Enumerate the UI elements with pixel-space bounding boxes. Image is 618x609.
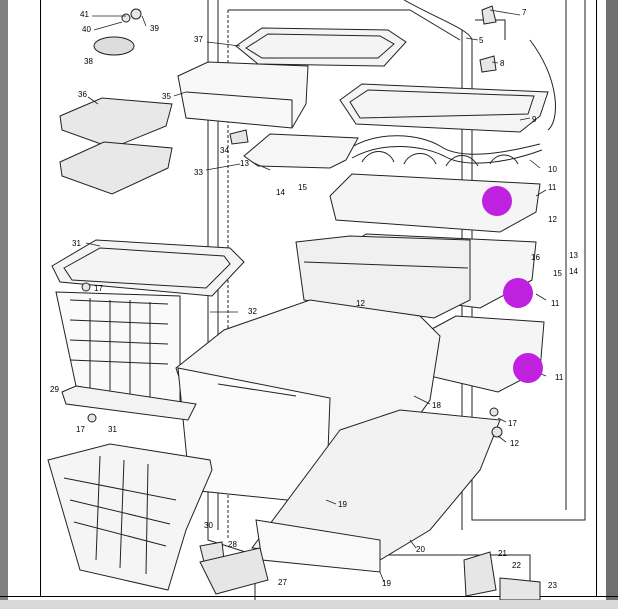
callout-35: 35 bbox=[162, 92, 171, 101]
callout-19a: 19 bbox=[338, 500, 347, 509]
callout-38: 38 bbox=[84, 57, 93, 66]
callout-23: 23 bbox=[548, 581, 557, 590]
freezer-shelf bbox=[243, 133, 359, 169]
page-left-edge bbox=[40, 0, 41, 596]
callout-17b: 17 bbox=[76, 425, 85, 434]
callout-32: 32 bbox=[248, 307, 257, 316]
callout-10: 10 bbox=[548, 165, 557, 174]
top-shelf bbox=[235, 27, 407, 67]
highlight-marker[interactable] bbox=[503, 278, 533, 308]
callout-11b: 11 bbox=[551, 299, 560, 308]
lower-rail bbox=[61, 385, 197, 421]
highlight-marker[interactable] bbox=[482, 186, 512, 216]
callout-22: 22 bbox=[512, 561, 521, 570]
callout-labels: 41 40 39 38 37 36 35 34 33 13 14 15 31 3… bbox=[50, 8, 578, 590]
callout-41: 41 bbox=[80, 10, 89, 19]
callout-30: 30 bbox=[204, 521, 213, 530]
callout-20: 20 bbox=[416, 545, 425, 554]
wine-rack bbox=[349, 135, 543, 167]
ice-drawer bbox=[177, 61, 309, 129]
callout-34: 34 bbox=[220, 146, 229, 155]
callout-31a: 31 bbox=[72, 239, 81, 248]
callout-39: 39 bbox=[150, 24, 159, 33]
callout-31b: 31 bbox=[108, 425, 117, 434]
callout-33: 33 bbox=[194, 168, 203, 177]
callout-9: 9 bbox=[532, 115, 537, 124]
crisper-drawer bbox=[295, 235, 471, 319]
page-bottom-edge bbox=[0, 596, 618, 597]
bottom-drawer bbox=[251, 409, 501, 573]
callout-36: 36 bbox=[78, 90, 87, 99]
highlight-marker[interactable] bbox=[513, 353, 543, 383]
ice-trays bbox=[59, 97, 173, 195]
callout-19b: 19 bbox=[382, 579, 391, 588]
leader-lines bbox=[85, 9, 547, 583]
callout-8: 8 bbox=[500, 59, 505, 68]
callout-17c: 17 bbox=[508, 419, 517, 428]
callout-14a: 14 bbox=[276, 188, 285, 197]
status-band bbox=[0, 600, 618, 609]
callout-7: 7 bbox=[522, 8, 527, 17]
callout-15b: 15 bbox=[553, 269, 562, 278]
callout-16: 16 bbox=[531, 253, 540, 262]
callout-13b: 13 bbox=[569, 251, 578, 260]
highlight-markers bbox=[482, 186, 543, 383]
page-right-edge bbox=[596, 0, 597, 596]
small-parts bbox=[81, 5, 541, 600]
left-scroll-band bbox=[0, 0, 8, 609]
callout-29: 29 bbox=[50, 385, 59, 394]
callout-15a: 15 bbox=[298, 183, 307, 192]
callout-14b: 14 bbox=[569, 267, 578, 276]
callout-27: 27 bbox=[278, 578, 287, 587]
callout-13a: 13 bbox=[240, 159, 249, 168]
right-scroll-band bbox=[606, 0, 618, 609]
callout-11c: 11 bbox=[555, 373, 564, 382]
callout-21: 21 bbox=[498, 549, 507, 558]
callout-28: 28 bbox=[228, 540, 237, 549]
callout-17a: 17 bbox=[94, 284, 103, 293]
callout-12c: 12 bbox=[510, 439, 519, 448]
callout-11a: 11 bbox=[548, 183, 557, 192]
upper-basket bbox=[51, 239, 245, 405]
callout-18: 18 bbox=[432, 401, 441, 410]
callout-12b: 12 bbox=[356, 299, 365, 308]
callout-40: 40 bbox=[82, 25, 91, 34]
callout-37: 37 bbox=[194, 35, 203, 44]
lower-basket bbox=[47, 443, 213, 591]
part-38-disc bbox=[93, 36, 135, 56]
callout-5: 5 bbox=[479, 36, 484, 45]
callout-12a: 12 bbox=[548, 215, 557, 224]
